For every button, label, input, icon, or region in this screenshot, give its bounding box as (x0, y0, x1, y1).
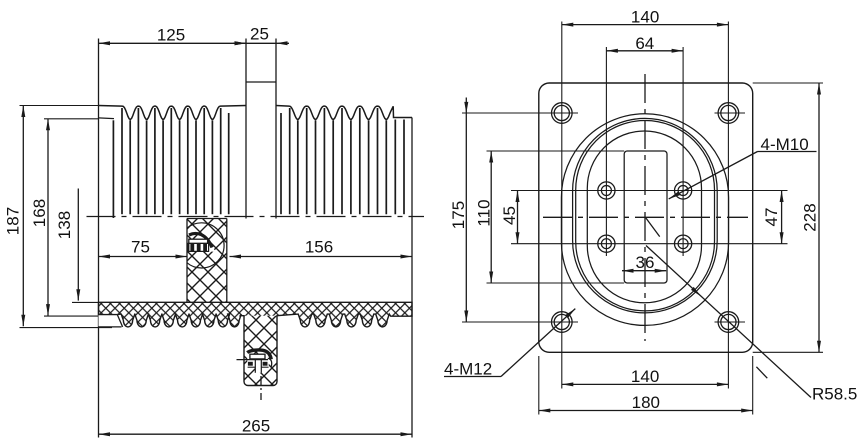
svg-text:140: 140 (631, 367, 659, 386)
svg-text:180: 180 (632, 393, 660, 412)
svg-text:36: 36 (636, 253, 655, 272)
svg-text:47: 47 (762, 208, 781, 227)
svg-text:265: 265 (242, 416, 270, 435)
svg-text:R58.5: R58.5 (812, 385, 857, 404)
svg-text:4-M12: 4-M12 (444, 360, 492, 379)
svg-text:156: 156 (305, 238, 333, 257)
svg-text:125: 125 (157, 26, 185, 45)
svg-text:110: 110 (475, 199, 494, 226)
svg-text:4-M10: 4-M10 (761, 135, 809, 154)
svg-text:64: 64 (635, 34, 654, 53)
svg-text:228: 228 (801, 203, 820, 231)
svg-text:25: 25 (250, 25, 269, 44)
svg-text:75: 75 (131, 238, 150, 257)
svg-text:138: 138 (55, 211, 74, 239)
svg-text:168: 168 (30, 199, 49, 227)
svg-text:175: 175 (449, 201, 468, 229)
svg-text:45: 45 (500, 206, 519, 225)
svg-text:187: 187 (4, 207, 23, 235)
svg-text:140: 140 (631, 7, 659, 26)
